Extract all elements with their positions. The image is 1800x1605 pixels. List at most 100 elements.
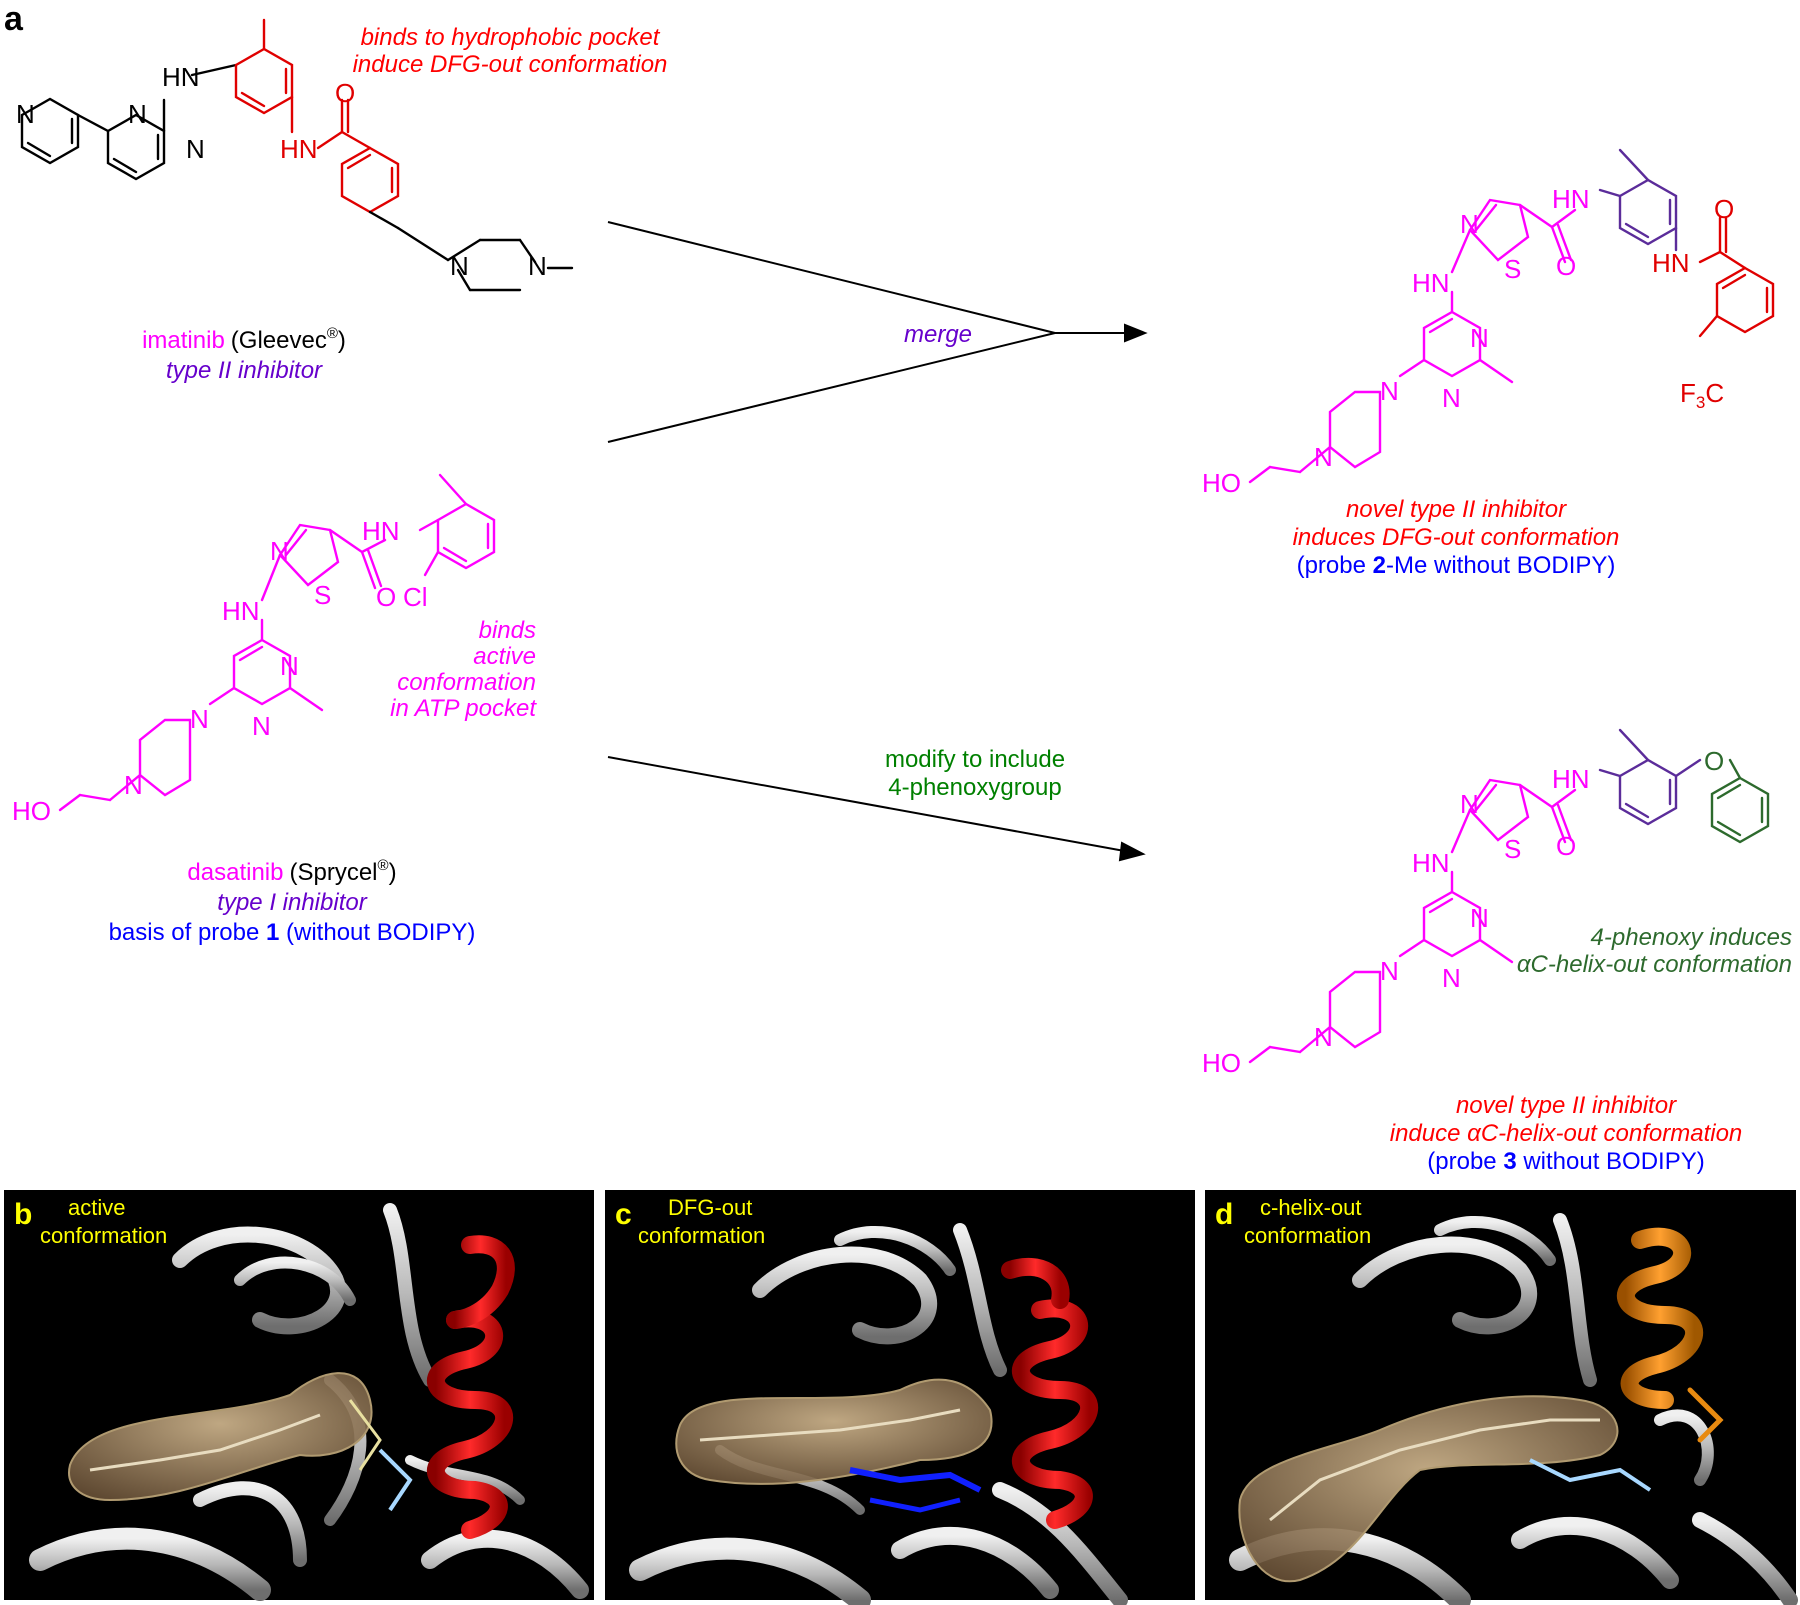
panel-d-ligand	[1238, 1395, 1652, 1583]
product2-probe-pre: (probe	[1297, 552, 1373, 579]
dasatinib-aryl	[418, 473, 496, 577]
imatinib-atom-hn-amide: HN	[280, 134, 318, 164]
product2-atom-pyr-n1: N	[1470, 323, 1489, 353]
dasatinib-structure	[58, 523, 387, 812]
dasatinib-atom-pyr-n2: N	[252, 711, 271, 741]
imatinib-reg: ®	[327, 325, 338, 342]
product3-probe-post: without BODIPY)	[1517, 1148, 1705, 1175]
product3-atom-hn2: HN	[1412, 848, 1450, 878]
dasatinib-note-1: binds	[479, 617, 536, 644]
panel-c-helix	[1001, 1257, 1099, 1529]
product2-atom-pyr-n2: N	[1442, 383, 1461, 413]
product2-probe-num: 2	[1373, 552, 1386, 579]
panel-d-helix	[1616, 1227, 1724, 1443]
panel-b: b active conformation	[4, 1190, 594, 1601]
product3-atom-pip-n1: N	[1380, 956, 1399, 986]
panel-b-helix	[426, 1235, 515, 1539]
panel-b-label-1: active	[68, 1195, 125, 1220]
product2-atom-s: S	[1504, 254, 1521, 284]
panel-d-label-2: conformation	[1244, 1223, 1371, 1248]
product2-atom-hn: HN	[1552, 184, 1590, 214]
modify-label-2: 4-phenoxygroup	[888, 774, 1061, 801]
dasatinib-close: )	[389, 859, 397, 886]
product3-atom-pip-n2: N	[1314, 1022, 1333, 1052]
product3-atom-o: O	[1556, 831, 1576, 861]
panel-c-label-1: DFG-out	[668, 1195, 752, 1220]
dasatinib-basis-pre: basis of probe	[109, 919, 266, 946]
product2-atom-cf3-f: F	[1680, 378, 1696, 408]
dasatinib-basis-num: 1	[266, 919, 279, 946]
panel-c-label-2: conformation	[638, 1223, 765, 1248]
product3-atom-hn: HN	[1552, 764, 1590, 794]
dasatinib-atom-pip-n1: N	[190, 704, 209, 734]
dasatinib-atom-pip-n2: N	[124, 770, 143, 800]
product2-atom-n: N	[1460, 209, 1479, 239]
product3-line-1: novel type II inhibitor	[1456, 1092, 1677, 1119]
product2-line-1: novel type II inhibitor	[1346, 496, 1567, 523]
modify-label-1: modify to include	[885, 746, 1065, 773]
imatinib-type: type II inhibitor	[166, 357, 323, 384]
product2-structure	[1248, 148, 1775, 484]
dasatinib-atom-o: O	[376, 582, 396, 612]
merge-arrow	[607, 221, 1148, 443]
panel-b-ligand	[68, 1372, 413, 1512]
dasatinib-atom-pyr-n1: N	[280, 651, 299, 681]
product3-probe-line: (probe 3 without BODIPY)	[1427, 1148, 1704, 1175]
imatinib-close: )	[338, 327, 346, 354]
product3-line-2: induce αC-helix-out conformation	[1390, 1120, 1743, 1147]
dasatinib-basis-post: (without BODIPY)	[279, 919, 475, 946]
dasatinib-note-2: active	[473, 643, 536, 670]
dasatinib-name-line: dasatinib(Sprycel®)	[187, 857, 396, 886]
imatinib-atom-n1: N	[16, 99, 35, 129]
dasatinib-basis-line: basis of probe 1 (without BODIPY)	[109, 919, 476, 946]
dasatinib-atom-hn: HN	[362, 516, 400, 546]
product3-atom-pyr-n1: N	[1470, 903, 1489, 933]
product3-probe-pre: (probe	[1427, 1148, 1503, 1175]
product2-atom-hn2: HN	[1412, 268, 1450, 298]
product3-atom-s: S	[1504, 834, 1521, 864]
dasatinib-atom-n: N	[270, 536, 289, 566]
product3-note-2: αC-helix-out conformation	[1517, 951, 1792, 978]
product3-atom-pyr-n2: N	[1442, 963, 1461, 993]
imatinib-name-line: imatinib(Gleevec®)	[142, 325, 346, 354]
imatinib-atom-n3: N	[186, 134, 205, 164]
panel-c-ligand	[675, 1378, 993, 1513]
merge-label: merge	[904, 321, 972, 348]
dasatinib-note-3: conformation	[397, 669, 536, 696]
product2-atom-pip-n1: N	[1380, 376, 1399, 406]
panel-d-label-1: c-helix-out	[1260, 1195, 1361, 1220]
imatinib-note-1: binds to hydrophobic pocket	[361, 24, 661, 51]
product2-probe-line: (probe 2-Me without BODIPY)	[1297, 552, 1616, 579]
dasatinib-atom-s: S	[314, 580, 331, 610]
product2-line-2: induces DFG-out conformation	[1293, 524, 1620, 551]
panel-d: d c-helix-out conformation	[1205, 1190, 1798, 1605]
dasatinib-note-4: in ATP pocket	[390, 695, 537, 722]
product2-atom-pip-n2: N	[1314, 442, 1333, 472]
imatinib-structure	[20, 18, 574, 292]
panel-c-letter: c	[615, 1198, 632, 1231]
product3-atom-n: N	[1460, 789, 1479, 819]
product3-atom-o-ether: O	[1704, 746, 1724, 776]
product2-atom-cf3-sub: 3	[1696, 393, 1705, 412]
panel-c: c DFG-out conformation	[605, 1190, 1195, 1605]
dasatinib-atom-nh: HN	[222, 596, 260, 626]
dasatinib-type: type I inhibitor	[217, 889, 367, 916]
product2-atom-ho: HO	[1202, 468, 1241, 498]
imatinib-atom-pip-n2: N	[528, 251, 547, 281]
panel-b-ribbons	[29, 1203, 589, 1601]
product3-atom-ho: HO	[1202, 1048, 1241, 1078]
imatinib-note-2: induce DFG-out conformation	[353, 51, 668, 78]
imatinib-atom-o: O	[335, 78, 355, 108]
panel-a-letter: a	[4, 0, 24, 38]
dasatinib-atom-ho: HO	[12, 796, 51, 826]
product2-atom-cf3-c: C	[1705, 378, 1724, 408]
product2-atom-o: O	[1556, 251, 1576, 281]
dasatinib-atom-cl: Cl	[403, 582, 428, 612]
panel-b-label-2: conformation	[40, 1223, 167, 1248]
imatinib-atom-pip-n1: N	[450, 251, 469, 281]
dasatinib-brand: (Sprycel	[289, 859, 377, 886]
product2-atom-o2: O	[1714, 194, 1734, 224]
product2-probe-post: -Me without BODIPY)	[1386, 552, 1615, 579]
product3-structure	[1248, 728, 1770, 1064]
